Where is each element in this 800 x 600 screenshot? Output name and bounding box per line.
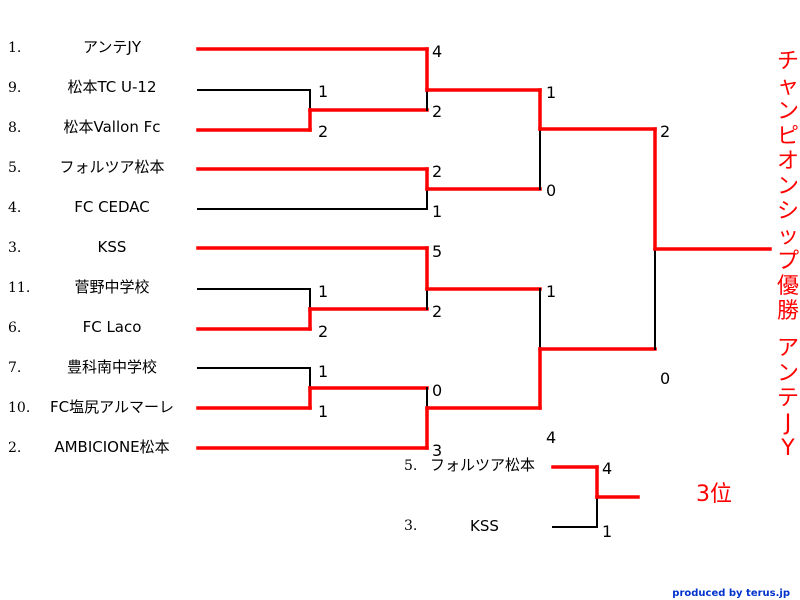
team-name: KSS [470, 517, 499, 535]
score: 0 [432, 381, 442, 400]
seed-number: 9. [8, 80, 21, 96]
score: 1 [546, 282, 556, 301]
team-name: 松本Vallon Fc [64, 118, 161, 136]
score: 2 [318, 122, 328, 141]
score: 1 [318, 362, 328, 381]
team-name: AMBICIONE松本 [54, 438, 169, 456]
seed-number: 5. [404, 458, 417, 474]
champion-label-char: テ [777, 386, 799, 411]
third-place-title: 3位 [696, 482, 732, 507]
score: 2 [432, 162, 442, 181]
champion-label-char: Y [780, 436, 795, 461]
champion-label-char: シ [777, 199, 799, 224]
champion-label-char: チ [777, 49, 799, 74]
champion-label-char: オ [777, 149, 799, 174]
team-name: FC Laco [83, 318, 142, 336]
score: 2 [318, 322, 328, 341]
score: 2 [432, 102, 442, 121]
team-name: フォルツア松本 [59, 158, 164, 176]
seed-number: 11. [8, 280, 30, 296]
champion-label-char: J [783, 411, 792, 436]
team-name: FC CEDAC [74, 198, 150, 216]
seed-number: 8. [8, 120, 21, 136]
champion-label-char: ア [777, 336, 799, 361]
seed-number: 10. [8, 400, 30, 416]
team-name: 松本TC U-12 [67, 78, 156, 96]
champion-label-char: ッ [777, 224, 799, 249]
champion-label-char: 勝 [777, 299, 799, 324]
third-place-match: 5. フォルツア松本 3. KSS 3位 [404, 456, 732, 535]
score: 4 [432, 42, 442, 61]
champion-label-char: プ [777, 249, 799, 274]
seed-number: 7. [8, 360, 21, 376]
score: 3 [432, 441, 442, 460]
champion-label-char: ン [777, 361, 799, 386]
champion-label-char: ピ [777, 124, 799, 149]
seed-numbers: 1. 9. 8. 5. 4. 3. 11. 6. 7. 10. 2. [8, 40, 30, 456]
score: 1 [318, 402, 328, 421]
score: 2 [660, 122, 670, 141]
bracket-lines [196, 47, 772, 528]
team-name: アンテJY [83, 38, 142, 56]
seed-number: 3. [8, 240, 21, 256]
score: 0 [660, 369, 670, 388]
score: 5 [432, 242, 442, 261]
seed-number: 6. [8, 320, 21, 336]
team-name: 豊科南中学校 [67, 358, 157, 376]
champion-label-char: ャ [777, 74, 799, 99]
team-names: アンテJY 松本TC U-12 松本Vallon Fc フォルツア松本 FC C… [50, 38, 174, 456]
credit-text: produced by terus.jp [672, 588, 790, 599]
seed-number: 5. [8, 160, 21, 176]
team-name: FC塩尻アルマーレ [50, 398, 174, 416]
champion-label-char: 優 [777, 274, 799, 299]
seed-number: 4. [8, 200, 21, 216]
score: 1 [318, 82, 328, 101]
score: 1 [318, 282, 328, 301]
score: 4 [546, 428, 556, 447]
match-scores: 1 2 4 2 2 1 1 0 1 2 5 2 1 1 0 3 1 4 2 0 … [318, 42, 670, 541]
team-name: KSS [98, 238, 127, 256]
team-name: 菅野中学校 [74, 278, 149, 296]
seed-number: 2. [8, 440, 21, 456]
champion-label-char: ン [777, 99, 799, 124]
score: 4 [602, 459, 612, 478]
score: 1 [602, 522, 612, 541]
score: 1 [546, 83, 556, 102]
seed-number: 1. [8, 40, 21, 56]
score: 0 [546, 181, 556, 200]
seed-number: 3. [404, 518, 417, 534]
champion-label-char: ン [777, 174, 799, 199]
score: 2 [432, 302, 442, 321]
team-name: フォルツア松本 [430, 456, 535, 474]
score: 1 [432, 202, 442, 221]
